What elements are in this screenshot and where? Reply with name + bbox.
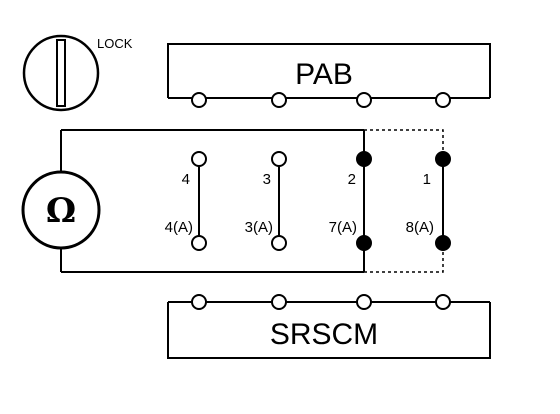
ohm-symbol: Ω bbox=[46, 191, 76, 231]
pin-column-1 bbox=[435, 151, 451, 251]
pin-label: 3(A) bbox=[245, 219, 273, 236]
pin-label: 1 bbox=[423, 171, 431, 188]
srscm-terminal bbox=[191, 294, 207, 310]
pin-label: 4 bbox=[182, 171, 190, 188]
pab-label: PAB bbox=[295, 58, 353, 91]
lock-label: LOCK bbox=[97, 36, 133, 51]
pin-label: 2 bbox=[348, 171, 356, 188]
srscm-terminal bbox=[356, 294, 372, 310]
pab-terminal bbox=[191, 92, 207, 108]
pin-terminal-open bbox=[191, 151, 207, 167]
pin-label: 4(A) bbox=[165, 219, 193, 236]
pin-terminal-probed bbox=[356, 235, 372, 251]
pin-terminal-probed bbox=[356, 151, 372, 167]
pin-terminal-open bbox=[191, 235, 207, 251]
pin-terminal-open bbox=[271, 235, 287, 251]
pin-terminal-open bbox=[271, 151, 287, 167]
pin-terminal-probed bbox=[435, 235, 451, 251]
pin-column-2 bbox=[356, 151, 372, 251]
pab-connector bbox=[167, 43, 491, 108]
pin-label: 3 bbox=[263, 171, 271, 188]
pin-terminal-probed bbox=[435, 151, 451, 167]
ohmmeter bbox=[21, 130, 101, 272]
pin-label: 7(A) bbox=[329, 219, 357, 236]
srscm-terminal bbox=[271, 294, 287, 310]
srscm-label: SRSCM bbox=[270, 318, 378, 351]
srscm-terminal bbox=[435, 294, 451, 310]
pin-column-3 bbox=[271, 151, 287, 251]
pin-label: 8(A) bbox=[406, 219, 434, 236]
pab-terminal bbox=[435, 92, 451, 108]
key-slot bbox=[56, 39, 66, 107]
pab-terminal bbox=[356, 92, 372, 108]
ohmmeter-icon bbox=[21, 170, 101, 250]
ignition-lock bbox=[22, 34, 100, 112]
pab-terminal bbox=[271, 92, 287, 108]
alternate-test-leads bbox=[364, 129, 444, 273]
srscm-connector bbox=[167, 294, 491, 359]
pin-column-4 bbox=[191, 151, 207, 251]
